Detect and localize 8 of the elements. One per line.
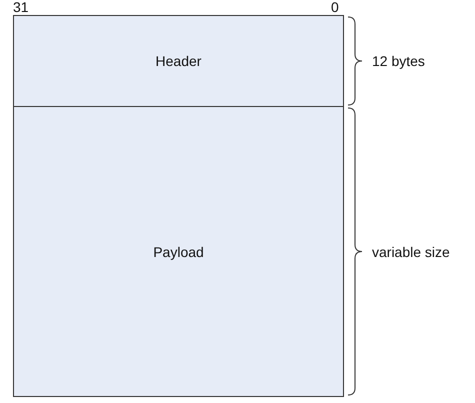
bit-number: 0 xyxy=(331,0,339,14)
size-note: 12 bytes xyxy=(372,53,425,69)
bit-number: 31 xyxy=(13,0,29,14)
size-note: variable size xyxy=(372,244,450,260)
field-box xyxy=(13,106,344,397)
field-box xyxy=(13,15,344,107)
field-name: Header xyxy=(156,53,202,69)
field-name: Payload xyxy=(153,244,204,260)
